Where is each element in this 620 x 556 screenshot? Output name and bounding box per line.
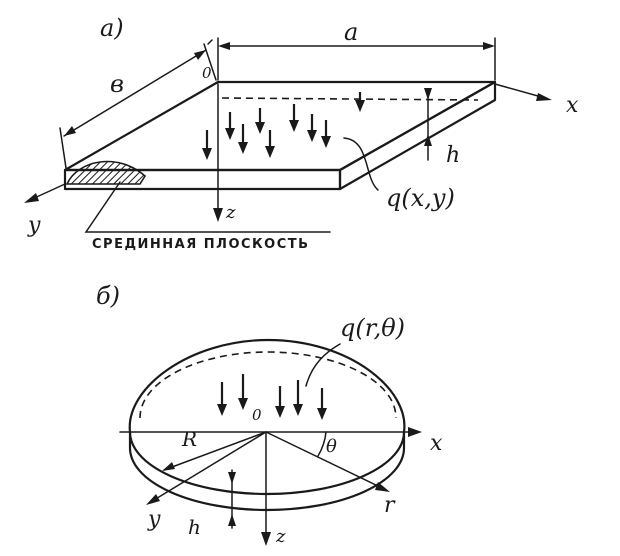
thickness-h-b-label: h: [188, 515, 201, 539]
thickness-h-a-label: h: [446, 143, 460, 168]
dimension-a: [217, 37, 496, 81]
y-axis-b: [146, 431, 267, 505]
r-axis: [265, 431, 390, 492]
dimension-b: [59, 39, 217, 169]
load-arrows-a: [202, 92, 365, 160]
angle-label: θ: [326, 436, 337, 457]
dimension-a-label: a: [344, 18, 358, 46]
load-arrows-b: [217, 374, 327, 420]
load-arrow: [321, 120, 331, 148]
load-arrow: [293, 380, 303, 416]
load-arrow: [225, 112, 235, 140]
x-axis-a: [494, 83, 552, 101]
origin-label-a: 0: [202, 64, 212, 82]
radius-label: R: [181, 427, 197, 451]
load-arrow: [202, 130, 212, 160]
load-arrow: [255, 108, 265, 134]
load-arrow: [275, 386, 285, 418]
x-axis-b-label: x: [430, 431, 443, 456]
dimension-b-label: в: [110, 70, 124, 98]
load-label-a: q(x,y): [386, 184, 455, 212]
load-label-b: q(r,θ): [340, 314, 405, 342]
load-arrow: [265, 130, 275, 158]
panel-label-b: б): [96, 282, 120, 310]
x-axis-a-label: x: [566, 93, 579, 118]
z-axis-a-label: z: [225, 202, 236, 223]
x-axis-b: [119, 427, 422, 437]
load-arrow: [289, 104, 299, 132]
load-arrow: [317, 388, 327, 420]
load-leader-b: [305, 343, 341, 387]
plate-top-face: [63, 80, 497, 172]
thickness-h-a: [424, 88, 432, 161]
mid-plane-leader: [84, 181, 331, 233]
load-arrow: [238, 124, 248, 154]
thickness-h-b: [228, 469, 236, 529]
plate-right-edge: [338, 80, 497, 191]
z-axis-a: [213, 83, 223, 222]
mid-plane-caption: СРЕДИННАЯ ПЛОСКОСТЬ: [92, 237, 310, 252]
disc-upper-outline: [128, 338, 406, 434]
disc-lower-outline: [128, 430, 406, 496]
origin-label-b: 0: [252, 406, 262, 424]
disc-edge: [128, 430, 406, 512]
radius-r: [162, 431, 267, 471]
load-arrow: [355, 92, 365, 112]
deflected-surface-line: [221, 97, 479, 101]
y-axis-a: [24, 183, 66, 203]
z-axis-b-label: z: [275, 526, 286, 547]
load-leader-a: [343, 137, 379, 191]
load-arrow: [238, 374, 248, 410]
y-axis-b-label: y: [147, 507, 161, 532]
mid-plane-section: [65, 160, 147, 185]
y-axis-a-label: y: [27, 213, 41, 238]
panel-label-a: а): [100, 14, 124, 42]
load-arrow: [217, 382, 227, 416]
rectangular-plate: [63, 80, 497, 191]
circular-plate: [128, 338, 406, 512]
load-arrow: [307, 114, 317, 142]
angle-arc: [317, 431, 327, 457]
r-axis-label: r: [384, 493, 396, 518]
z-axis-b: [261, 431, 271, 546]
deflected-surface-b: [139, 351, 397, 419]
